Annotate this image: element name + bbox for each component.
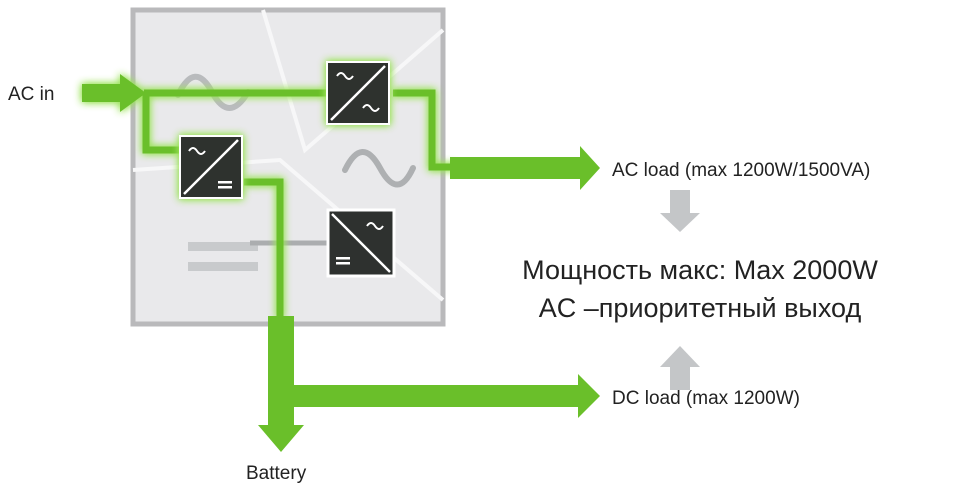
dc-load-label: DC load (max 1200W) <box>612 388 800 409</box>
background-sine-icon <box>342 149 416 188</box>
battery-arrow <box>258 316 304 452</box>
ac-ac-converter-icon <box>326 61 390 125</box>
center-text-line1: Мощность макс: Max 2000W <box>522 255 878 285</box>
power-flow-lines <box>82 74 455 318</box>
priority-arrow-down <box>660 190 700 232</box>
dc-load-arrow <box>290 374 600 418</box>
ac-dc-converter-icon <box>179 135 243 199</box>
ac-load-arrow <box>450 146 600 190</box>
background-dc-icon <box>188 242 258 271</box>
priority-arrow-up <box>660 346 700 390</box>
battery-label: Battery <box>246 463 307 484</box>
dc-ac-inverter-icon <box>326 208 396 278</box>
center-text-line2: AC –приоритетный выход <box>539 293 862 323</box>
ac-in-label: AC in <box>8 84 54 105</box>
ac-in-arrow <box>82 84 122 102</box>
ac-load-label: AC load (max 1200W/1500VA) <box>612 160 870 181</box>
